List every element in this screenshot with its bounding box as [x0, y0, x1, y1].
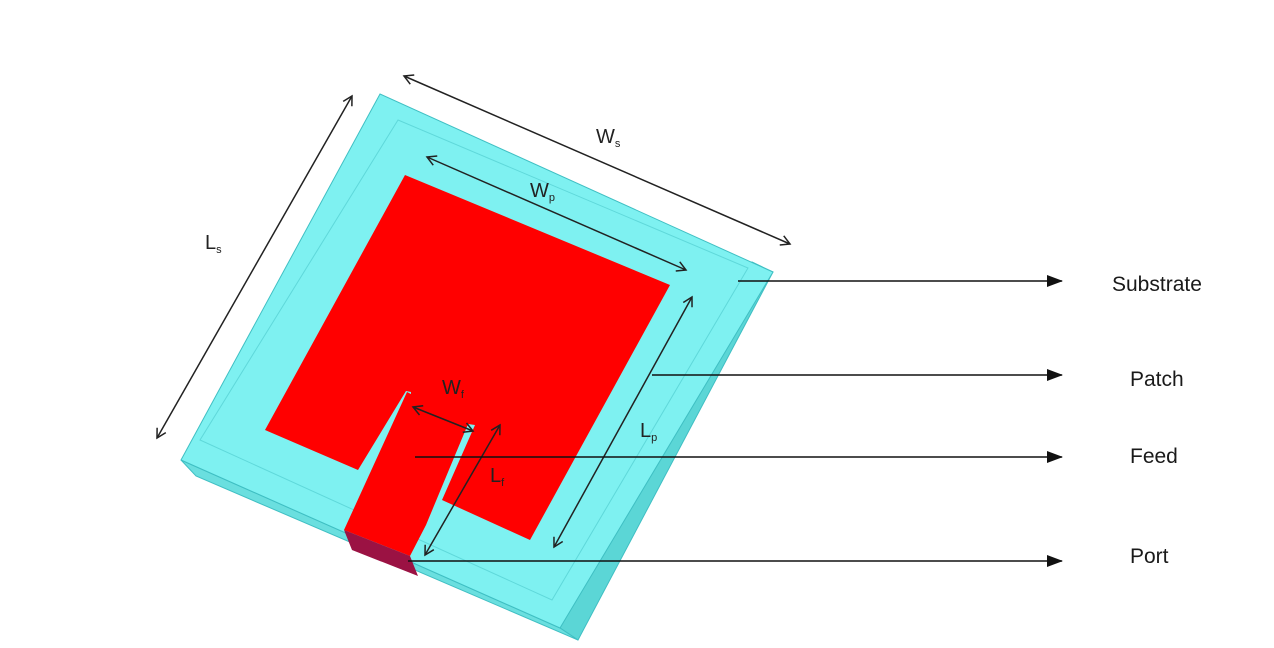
lp-dimension-line: [553, 295, 693, 549]
callout-label-feed: Feed: [1130, 445, 1178, 468]
wf-label: Wf: [442, 377, 465, 401]
callout-label-substrate: Substrate: [1112, 273, 1202, 296]
ls-label: Ls: [205, 232, 222, 256]
lp-label: Lp: [640, 420, 657, 444]
wp-dimension-line: [425, 155, 688, 272]
callout-label-patch: Patch: [1130, 368, 1184, 391]
ls-dimension-line: [156, 94, 353, 440]
ws-label: Ws: [596, 126, 621, 150]
dimension-lines: [156, 74, 792, 557]
lf-dimension-line: [424, 423, 501, 557]
callout-label-port: Port: [1130, 545, 1169, 568]
callout-lines: [408, 275, 1063, 567]
lf-label: Lf: [490, 465, 505, 489]
wp-label: Wp: [530, 180, 555, 204]
callout-labels: Substrate Patch Feed Port: [1112, 273, 1202, 568]
port: [344, 530, 418, 576]
dimension-labels: Ws Wp Ls Lp Wf Lf: [205, 126, 657, 489]
